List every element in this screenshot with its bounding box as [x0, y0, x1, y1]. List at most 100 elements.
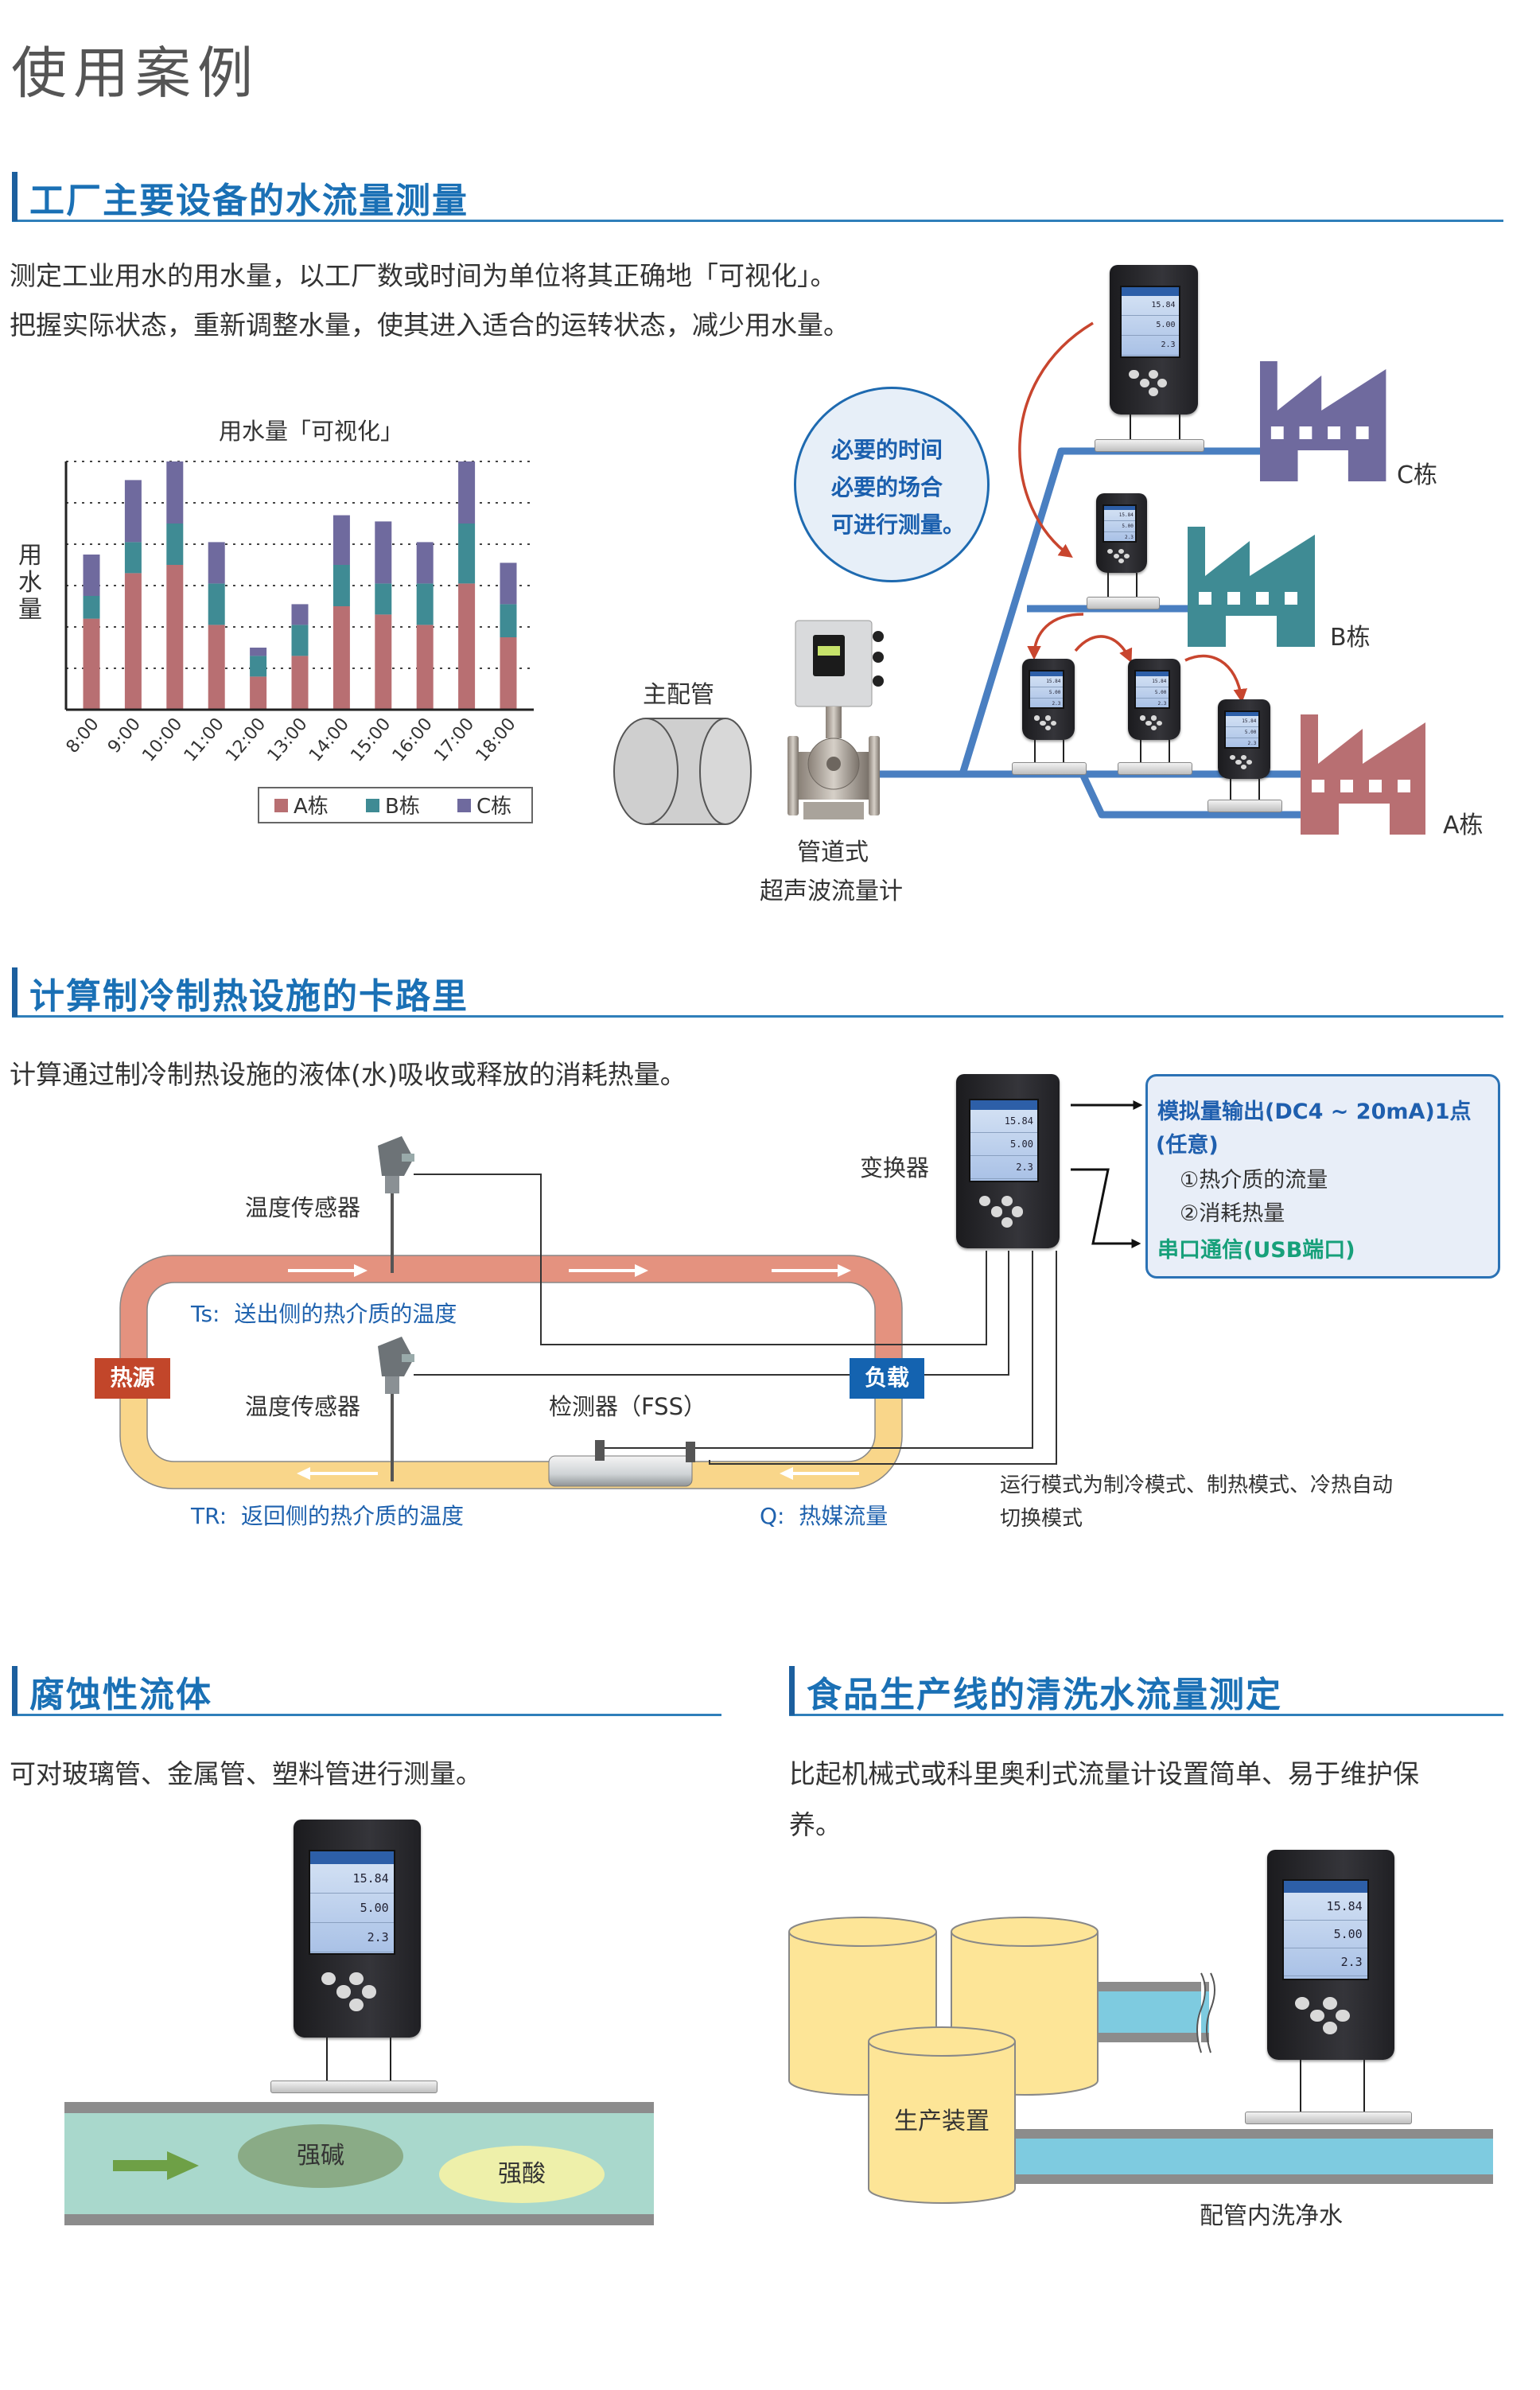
- bar-segment: [332, 515, 350, 565]
- screen-header: [310, 1851, 394, 1864]
- sensor-cable: [1169, 740, 1170, 762]
- bar-segment: [83, 618, 100, 710]
- screen-value: 5.00: [310, 1894, 394, 1923]
- strong-acid-blob: 强酸: [439, 2146, 605, 2203]
- device-button: [1107, 549, 1114, 554]
- cleaning-water-label: 配管内洗净水: [1200, 2202, 1343, 2230]
- clamp-on-sensor: [1095, 439, 1204, 452]
- device-button: [1323, 1996, 1337, 2010]
- sensor-cable: [1063, 740, 1064, 762]
- device-button: [1151, 725, 1157, 730]
- screen-value: 2.3: [1284, 1948, 1367, 1976]
- device-button: [1139, 715, 1145, 721]
- screen-value: 5.00: [1284, 1921, 1367, 1948]
- header-bar: [789, 1666, 795, 1715]
- mode-note: 运行模式为制冷模式、制热模式、冷热自动: [1000, 1473, 1394, 1497]
- screen-value: 5.00: [1029, 687, 1063, 699]
- bar-segment: [83, 596, 100, 619]
- screen-value: 15.84: [1122, 296, 1179, 316]
- legend-swatch: [274, 799, 288, 812]
- bar-segment: [250, 656, 267, 677]
- food-pipes: [1015, 1972, 1493, 2184]
- sensor-cable: [1230, 779, 1231, 800]
- device-button: [1045, 715, 1052, 721]
- paragraph: 可对玻璃管、金属管、塑料管进行测量。: [10, 1758, 482, 1789]
- sensor-cable: [1136, 573, 1138, 597]
- ts-label: Ts: 送出侧的热介质的温度: [191, 1297, 457, 1329]
- page-title: 使用案例: [11, 41, 259, 106]
- production-equipment-label: 生产装置: [894, 2108, 990, 2135]
- screen-value: 5.00: [970, 1133, 1037, 1156]
- legend-box: [258, 787, 533, 823]
- bar-segment: [458, 583, 476, 710]
- output-info-box: 模拟量输出(DC4 ~ 20mA)1点 (任意) ①热介质的流量 ②消耗热量 串…: [1145, 1074, 1500, 1279]
- strong-alkali-blob: 强碱: [238, 2124, 403, 2188]
- device-button: [1241, 755, 1247, 760]
- clamp-on-sensor: [270, 2081, 438, 2093]
- move-arrows: [1018, 321, 1248, 703]
- screen-value: 15.84: [1029, 676, 1063, 687]
- serial-output-text: 串口通信(USB端口): [1157, 1238, 1355, 1263]
- device-button: [1113, 554, 1119, 559]
- device-button: [991, 1206, 1003, 1217]
- arrow-a2-to-a3: [1184, 654, 1248, 703]
- screen-value: 5.00: [1103, 521, 1136, 533]
- device-button: [1001, 1216, 1013, 1228]
- device-button: [349, 1998, 364, 2012]
- section-header-food: 食品生产线的清洗水流量测定: [789, 1663, 1503, 1716]
- sensor-cable: [1140, 740, 1141, 762]
- device-button: [1295, 1996, 1309, 2010]
- device-button: [1001, 1196, 1013, 1207]
- device-button: [1156, 720, 1162, 726]
- device-button: [1139, 378, 1149, 388]
- device-button: [1157, 378, 1168, 388]
- screen-value: 2.3: [970, 1156, 1037, 1179]
- bar-segment: [208, 542, 225, 584]
- factory-b: [1188, 527, 1315, 647]
- measurement-bubble: 必要的时间 必要的场合 可进行测量。: [794, 387, 990, 582]
- screen-value: 2.3: [1104, 532, 1136, 541]
- meter-label: 管道式: [797, 839, 869, 866]
- screen-value: 15.84: [1135, 676, 1169, 687]
- screen-value: 15.84: [1284, 1893, 1367, 1921]
- screen-value: 5.00: [1225, 727, 1258, 739]
- building-label-c: C栋: [1397, 461, 1437, 489]
- temperature-sensor-top: [378, 1136, 414, 1273]
- bar-segment: [291, 656, 309, 710]
- sensor-label: 温度传感器: [245, 1393, 361, 1420]
- q-label: Q: 热媒流量: [760, 1499, 888, 1531]
- device-button: [1040, 720, 1046, 726]
- device-button: [1151, 715, 1157, 721]
- clamp-on-sensor: [1118, 762, 1192, 775]
- chart-title: 用水量「可视化」: [219, 418, 403, 445]
- sensor-cable: [1179, 415, 1180, 439]
- main-pipe-cylinder: [613, 718, 752, 825]
- screen-header: [1225, 712, 1258, 717]
- section-title: 腐蚀性流体: [29, 1675, 212, 1715]
- bar-segment: [375, 614, 392, 710]
- bar-segment: [375, 521, 392, 584]
- building-label-b: B栋: [1330, 624, 1371, 652]
- section-title: 计算制冷制热设施的卡路里: [29, 976, 469, 1017]
- device-button: [1129, 369, 1139, 379]
- screen-value: 15.84: [310, 1864, 394, 1894]
- sensor-cable: [326, 2038, 328, 2081]
- device-button: [321, 1972, 336, 1986]
- device-button: [1145, 720, 1152, 726]
- screen-value: 2.3: [1226, 738, 1258, 747]
- temperature-sensor-bottom: [378, 1337, 414, 1481]
- screen-header: [1029, 671, 1063, 676]
- screen-value: 15.84: [1103, 510, 1136, 522]
- bar-segment: [416, 625, 434, 710]
- output-arrows: [1071, 1100, 1143, 1248]
